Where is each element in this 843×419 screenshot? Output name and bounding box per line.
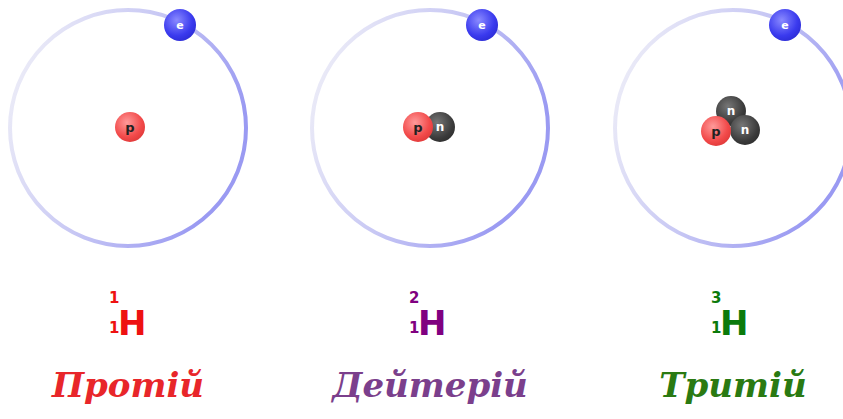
particle-letter: p — [413, 121, 422, 134]
element-symbol: H — [118, 306, 146, 340]
electron-orbit — [312, 10, 548, 246]
particle-letter: e — [781, 20, 788, 31]
element-symbol: H — [418, 306, 446, 340]
mass-number: 3 — [711, 291, 721, 306]
particle-letter: p — [711, 125, 720, 138]
particle-circle: p — [115, 112, 145, 142]
isotope-name: Протій — [52, 368, 204, 402]
particle-circle: e — [164, 9, 196, 41]
particle-circle: p — [701, 116, 731, 146]
mass-number: 1 — [109, 291, 119, 306]
atomic-number: 1 — [409, 321, 419, 336]
particle-letter: e — [176, 20, 183, 31]
isotope-name: Тритій — [659, 368, 806, 402]
element-symbol: H — [720, 306, 748, 340]
electron-orbit — [615, 10, 843, 246]
particle-circle: e — [769, 9, 801, 41]
atomic-number: 1 — [711, 321, 721, 336]
isotope-name: Дейтерій — [332, 368, 528, 402]
particle-letter: e — [478, 20, 485, 31]
particle-letter: p — [125, 121, 134, 134]
particle-letter: n — [741, 124, 750, 136]
particle-circle: n — [730, 115, 760, 145]
atomic-number: 1 — [109, 321, 119, 336]
particle-circle: p — [403, 112, 433, 142]
particle-circle: e — [466, 9, 498, 41]
mass-number: 2 — [409, 291, 419, 306]
particle-letter: n — [436, 121, 445, 133]
electron-orbit — [10, 10, 246, 246]
particle-letter: n — [727, 105, 736, 117]
